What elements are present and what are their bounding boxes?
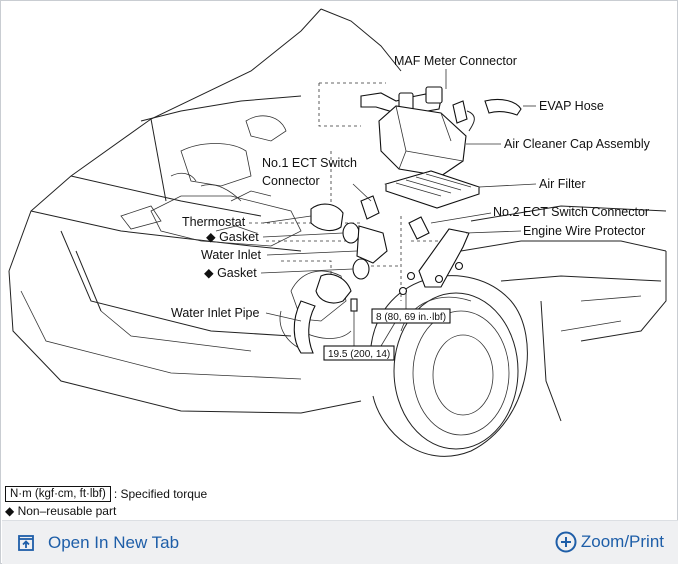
legend-nonreusable-row: ◆ Non–reusable part: [5, 502, 207, 519]
label-air-filter: Air Filter: [539, 177, 586, 191]
label-maf-meter-connector: MAF Meter Connector: [394, 54, 517, 68]
label-no2-ect-connector: No.2 ECT Switch Connector: [493, 205, 649, 219]
car-body: [8, 8, 667, 422]
open-in-new-tab-button[interactable]: Open In New Tab: [18, 533, 179, 553]
torque-box-19-5: [323, 345, 395, 361]
engine-bay: [120, 115, 352, 352]
engine-diagram: MAF Meter Connector EVAP Hose Air Cleane…: [8, 8, 667, 457]
legend-nonreusable-text: ◆ Non–reusable part: [5, 503, 117, 518]
cooling-parts: [293, 195, 470, 354]
torque-box-8: [371, 308, 451, 324]
label-engine-wire-protector: Engine Wire Protector: [523, 224, 645, 238]
label-torque-19-5: 19.5 (200, 14): [328, 349, 390, 360]
legend-unit-box: N·m (kgf·cm, ft·lbf): [5, 485, 111, 502]
label-torque-8: 8 (80, 69 in.·lbf): [376, 312, 446, 323]
leader-lines: [260, 69, 537, 347]
label-evap-hose: EVAP Hose: [539, 99, 604, 113]
bottom-toolbar: Open In New Tab Zoom/Print: [2, 520, 678, 564]
label-water-inlet: Water Inlet: [201, 248, 262, 262]
zoom-print-label: Zoom/Print: [580, 532, 664, 551]
legend-torque-row: N·m (kgf·cm, ft·lbf) : Specified torque: [5, 485, 207, 502]
maf-evap-parts: [360, 86, 522, 132]
air-filter: [384, 170, 481, 209]
open-in-new-tab-label: Open In New Tab: [48, 533, 180, 552]
label-water-inlet-pipe: Water Inlet Pipe: [171, 306, 260, 320]
label-no1-ect-line2: Connector: [262, 174, 320, 188]
label-gasket-1: ◆ Gasket: [206, 230, 259, 244]
label-air-cleaner-cap: Air Cleaner Cap Assembly: [504, 137, 651, 151]
air-cleaner-cap: [378, 105, 467, 177]
legend-unit-text: : Specified torque: [113, 486, 208, 501]
label-gasket-2: ◆ Gasket: [204, 266, 257, 280]
zoom-print-button[interactable]: Zoom/Print: [555, 531, 664, 553]
plus-circle-icon: [555, 531, 577, 553]
front-wheel: [370, 275, 528, 457]
legend: N·m (kgf·cm, ft·lbf) : Specified torque …: [5, 485, 207, 519]
label-thermostat: Thermostat: [182, 215, 246, 229]
label-no1-ect-line1: No.1 ECT Switch: [262, 156, 357, 170]
open-in-new-tab-icon: [18, 535, 34, 551]
assembly-guides: [249, 82, 451, 301]
